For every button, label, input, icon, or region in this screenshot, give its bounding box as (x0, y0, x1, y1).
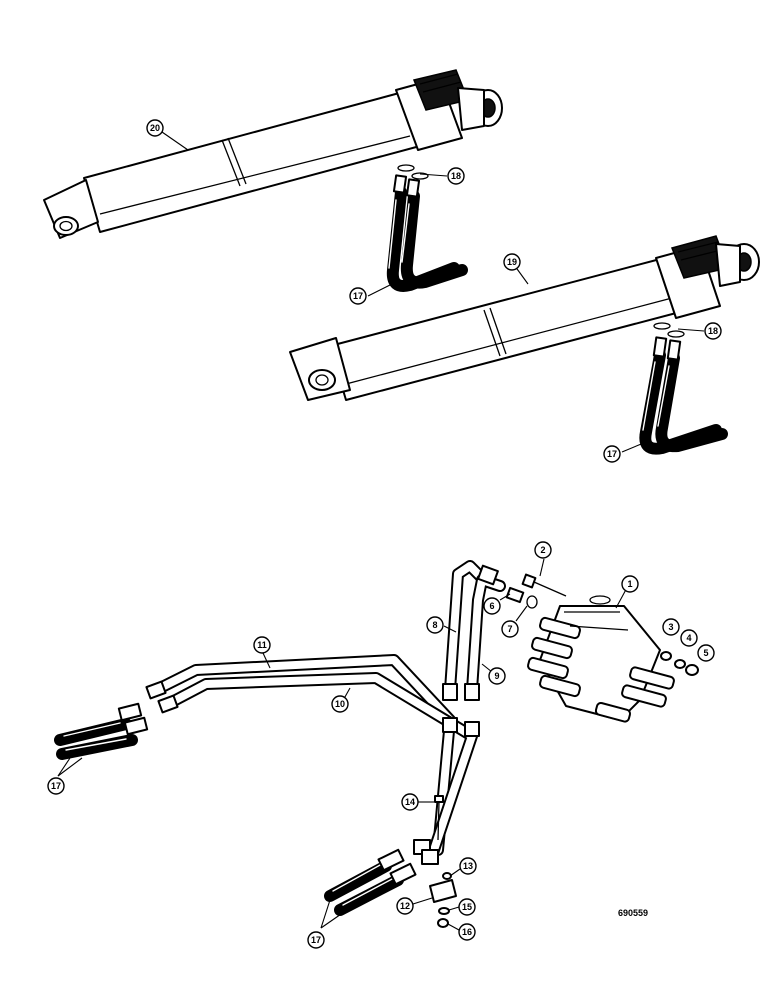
callout-17-left: 17 (47, 777, 65, 795)
svg-text:15: 15 (462, 902, 472, 912)
callout-2: 2 (534, 541, 552, 559)
callout-9: 9 (488, 667, 506, 685)
callout-6: 6 (483, 597, 501, 615)
callout-13: 13 (459, 857, 477, 875)
svg-text:20: 20 (150, 123, 160, 133)
tube-lines-8-9 (442, 560, 506, 701)
callout-5: 5 (697, 644, 715, 662)
washer-15 (438, 907, 450, 915)
callout-16: 16 (458, 923, 476, 941)
tube-lines-10-11 (145, 654, 480, 865)
callout-18-middle: 18 (704, 322, 722, 340)
callout-15: 15 (458, 898, 476, 916)
svg-text:12: 12 (400, 901, 410, 911)
callout-19: 19 (503, 253, 521, 271)
hose-assembly-17-bottom (324, 848, 417, 916)
svg-text:8: 8 (432, 620, 437, 630)
svg-text:17: 17 (353, 291, 363, 301)
svg-text:17: 17 (311, 935, 321, 945)
svg-text:18: 18 (451, 171, 461, 181)
svg-text:7: 7 (507, 624, 512, 634)
svg-text:3: 3 (668, 622, 673, 632)
callout-1: 1 (621, 575, 639, 593)
hose-assembly-17-middle (639, 336, 728, 455)
svg-text:13: 13 (463, 861, 473, 871)
callout-12: 12 (396, 897, 414, 915)
callout-20: 20 (146, 119, 164, 137)
callout-10: 10 (331, 695, 349, 713)
svg-text:6: 6 (489, 601, 494, 611)
spacer-13 (442, 872, 452, 880)
nut-5 (685, 664, 699, 676)
washer-3 (660, 651, 672, 661)
bolt-2 (521, 573, 567, 597)
svg-text:17: 17 (51, 781, 61, 791)
svg-text:18: 18 (708, 326, 718, 336)
svg-text:10: 10 (335, 699, 345, 709)
callout-4: 4 (680, 629, 698, 647)
callout-18-top: 18 (447, 167, 465, 185)
svg-text:17: 17 (607, 449, 617, 459)
callout-17-top: 17 (349, 287, 367, 305)
washer-4 (674, 659, 686, 669)
callout-11: 11 (253, 636, 271, 654)
svg-text:14: 14 (405, 797, 415, 807)
callout-7: 7 (501, 620, 519, 638)
hose-assembly-17-top (386, 174, 468, 292)
hydraulic-cylinder-20 (43, 69, 503, 239)
callout-3: 3 (662, 618, 680, 636)
svg-text:2: 2 (540, 545, 545, 555)
svg-text:19: 19 (507, 257, 517, 267)
hydraulic-cylinder-19 (289, 235, 760, 401)
plug-6-oring-7 (505, 586, 538, 609)
callout-14: 14 (401, 793, 419, 811)
leader-lines (57, 131, 705, 931)
svg-text:5: 5 (703, 648, 708, 658)
callout-17-bottom: 17 (307, 931, 325, 949)
callout-8: 8 (426, 616, 444, 634)
nut-16 (437, 918, 449, 928)
svg-text:9: 9 (494, 671, 499, 681)
bolt-14 (434, 795, 444, 841)
svg-text:1: 1 (627, 579, 632, 589)
clip-12 (429, 879, 457, 903)
svg-text:4: 4 (686, 633, 691, 643)
drawing-number: 690559 (618, 908, 648, 918)
svg-text:11: 11 (257, 640, 267, 650)
callout-17-middle: 17 (603, 445, 621, 463)
hose-assembly-17-left (54, 702, 149, 760)
svg-text:16: 16 (462, 927, 472, 937)
control-valve-1 (527, 595, 675, 723)
